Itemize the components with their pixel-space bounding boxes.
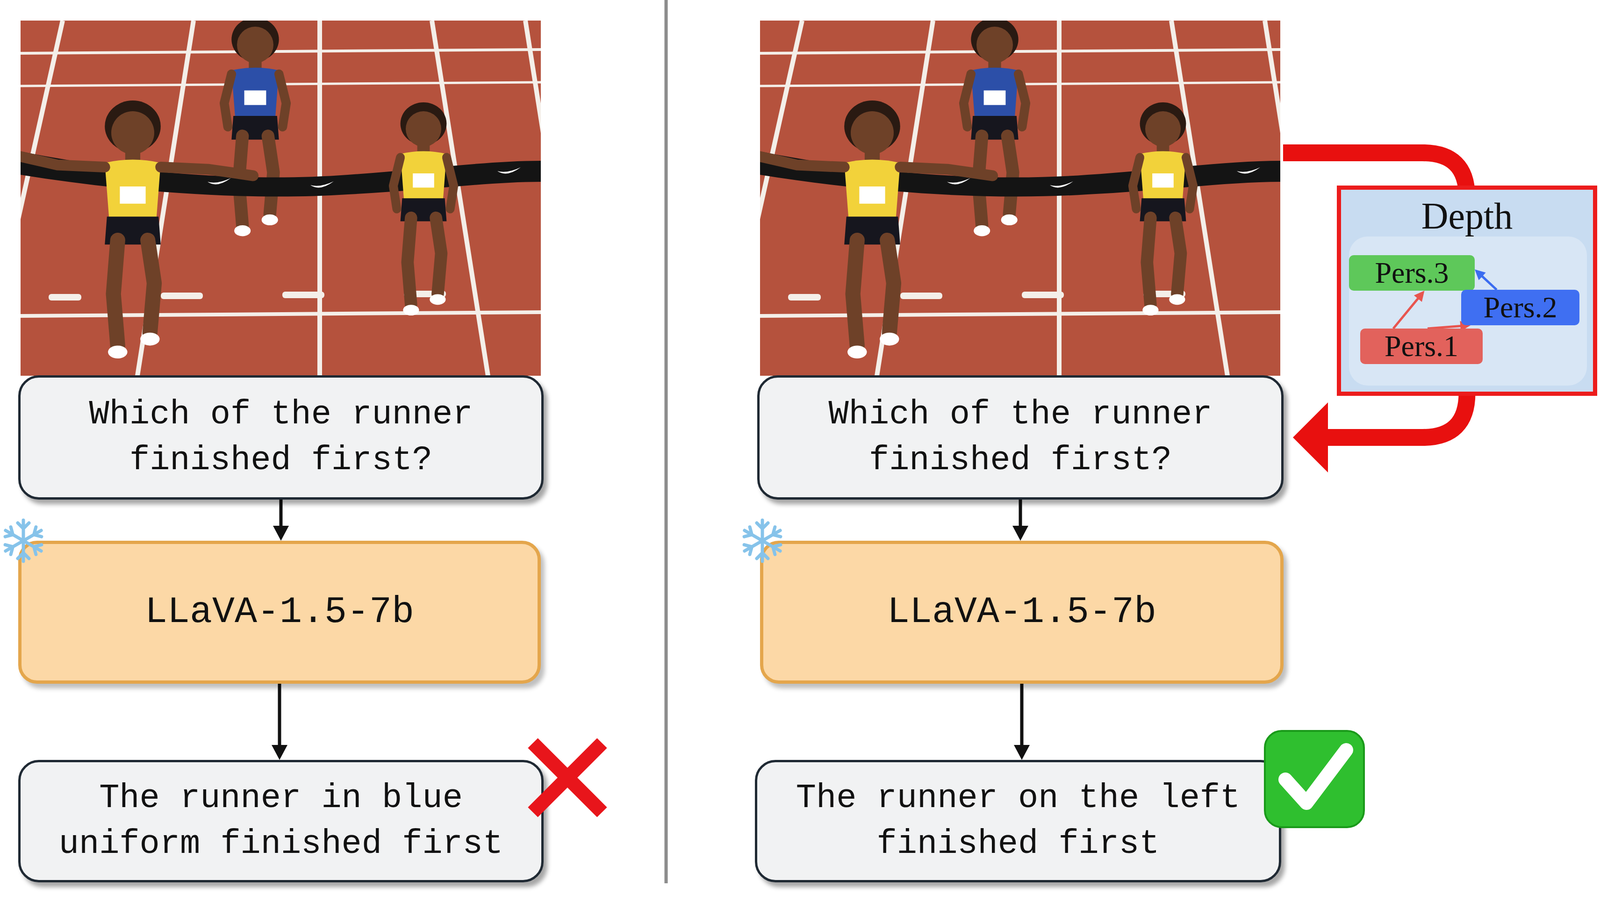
box-label: Which of the runner finished first? (770, 391, 1270, 484)
box-label: LLaVA-1.5-7b (887, 589, 1157, 635)
panel-divider (664, 0, 668, 884)
connector-line (1393, 297, 1420, 329)
person-node: Pers.1 (1360, 328, 1483, 365)
race-photo (760, 20, 1281, 376)
depth-panel: DepthPers.3Pers.2Pers.1 (1336, 185, 1598, 396)
person-node: Pers.2 (1461, 289, 1580, 326)
text-box: The runner in blue uniform finished firs… (18, 760, 544, 883)
text-box: The runner on the left finished first (754, 760, 1282, 883)
connector-line (1480, 274, 1497, 290)
snowflake (741, 520, 783, 562)
connector-line (1018, 499, 1023, 529)
race-photo (20, 20, 541, 376)
connector-line (1325, 393, 1468, 438)
connector (1012, 499, 1029, 541)
box-label: The runner on the left finished first (768, 775, 1268, 868)
model-box: LLaVA-1.5-7b (760, 540, 1284, 684)
correct-mark (1285, 750, 1347, 804)
box-label: Pers.1 (1384, 331, 1459, 362)
connector (272, 499, 289, 541)
correct-mark (1264, 731, 1364, 828)
race-photo (760, 20, 1281, 376)
race-photo (20, 20, 541, 376)
box-label: Which of the runner finished first? (31, 391, 531, 484)
connector (1474, 269, 1497, 290)
text-box: Which of the runner finished first? (18, 375, 544, 500)
box-label: LLaVA-1.5-7b (144, 589, 415, 635)
connector-line (279, 499, 283, 529)
wrong-mark (532, 743, 603, 813)
box-label: Pers.3 (1374, 258, 1449, 288)
panel-title: Depth (1421, 195, 1514, 237)
text-box: Which of the runner finished first? (757, 375, 1284, 500)
connector (1013, 683, 1030, 761)
person-node: Pers.3 (1348, 255, 1475, 291)
snowflake (2, 520, 44, 562)
model-box: LLaVA-1.5-7b (18, 540, 541, 684)
box-label: Pers.2 (1483, 292, 1557, 323)
connector (1292, 393, 1468, 473)
connector (271, 683, 288, 761)
box-label: The runner in blue uniform finished firs… (31, 775, 531, 868)
connector-line (278, 683, 282, 748)
arrow-head (1292, 402, 1328, 473)
connector (1393, 290, 1425, 329)
connector-line (1020, 683, 1024, 748)
